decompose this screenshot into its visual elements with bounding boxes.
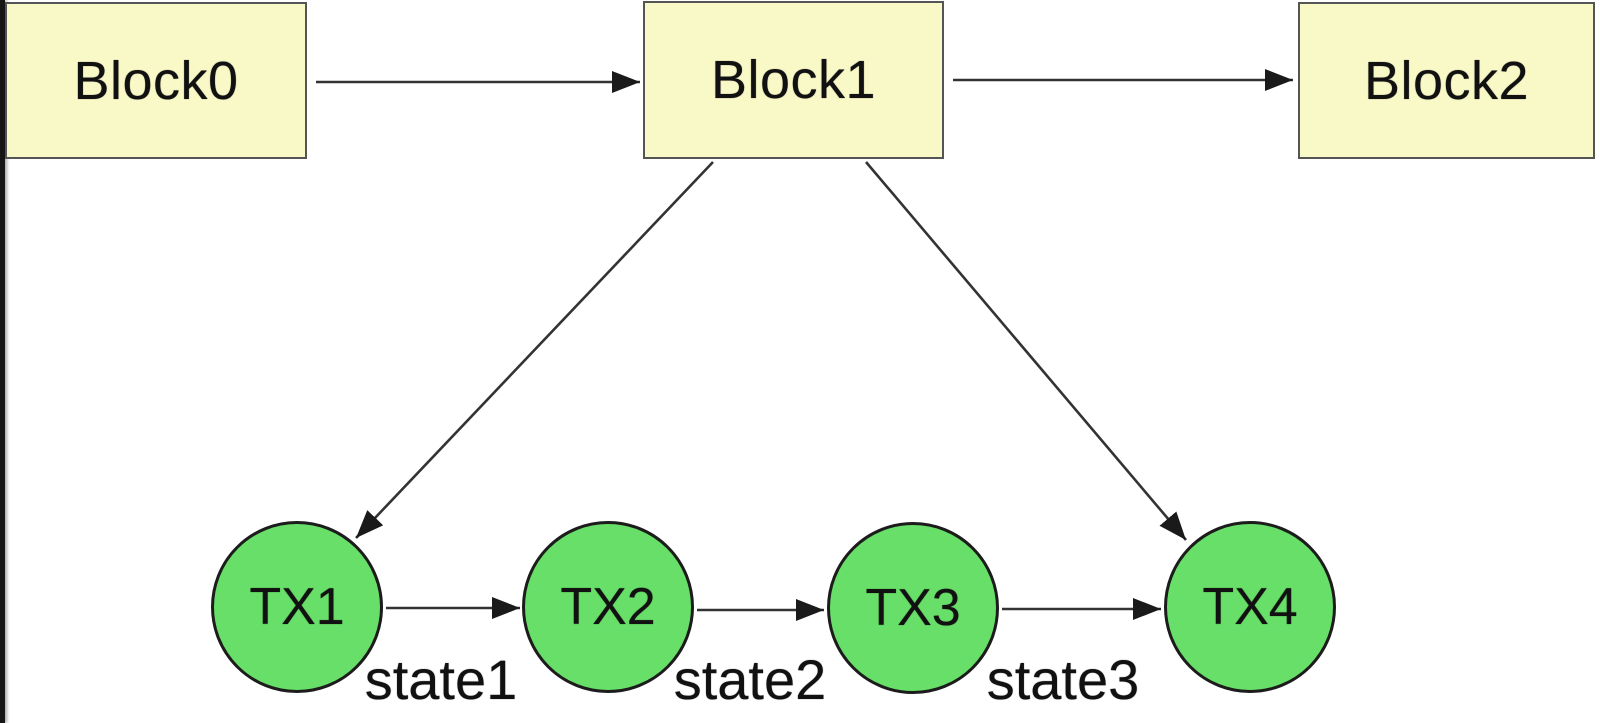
block2-label: Block2 <box>1363 50 1530 111</box>
block0-node: Block0 <box>5 2 307 159</box>
tx3-node: TX3 <box>827 522 999 694</box>
tx1-label: TX1 <box>249 578 345 636</box>
state1-label: state1 <box>364 648 518 711</box>
state3-label: state3 <box>986 648 1140 711</box>
arrow-block1-to-tx4 <box>865 161 1187 541</box>
block0-label: Block0 <box>73 50 239 111</box>
state2-label: state2 <box>673 648 827 711</box>
tx2-node: TX2 <box>522 521 694 693</box>
tx2-label: TX2 <box>560 578 656 636</box>
tx4-label: TX4 <box>1202 578 1298 636</box>
block1-node: Block1 <box>643 1 944 159</box>
block1-label: Block1 <box>710 50 877 110</box>
tx4-node: TX4 <box>1164 521 1336 693</box>
left-edge-strip <box>0 0 5 723</box>
block2-node: Block2 <box>1298 2 1595 159</box>
tx1-node: TX1 <box>211 521 383 693</box>
arrow-block1-to-tx1 <box>355 161 714 539</box>
tx3-label: TX3 <box>865 579 961 637</box>
